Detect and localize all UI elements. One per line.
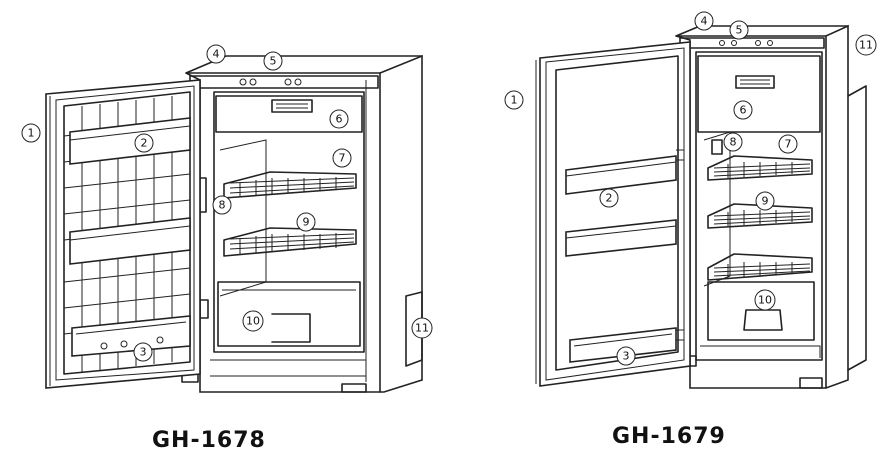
callout-b-3: 3 <box>616 346 636 366</box>
callout-a-10: 10 <box>242 310 264 332</box>
model-label-gh-1679: GH-1679 <box>612 424 726 449</box>
door-a <box>45 79 201 389</box>
svg-text:1: 1 <box>28 127 35 140</box>
callout-a-1: 1 <box>21 123 41 143</box>
freezer-compartment-a <box>215 95 363 133</box>
door-b <box>535 41 691 387</box>
svg-text:11: 11 <box>859 39 873 52</box>
callout-b-1: 1 <box>504 90 524 110</box>
wire-shelf-lower-a <box>223 227 357 257</box>
wire-shelf-lower-b <box>707 253 813 281</box>
svg-text:8: 8 <box>219 199 226 212</box>
svg-text:3: 3 <box>140 346 147 359</box>
callout-a-3: 3 <box>133 342 153 362</box>
foot-a-right <box>341 383 367 393</box>
svg-text:7: 7 <box>785 138 792 151</box>
callout-b-11: 11 <box>855 34 877 56</box>
svg-text:2: 2 <box>606 192 613 205</box>
svg-text:1: 1 <box>511 94 518 107</box>
wire-shelf-upper-a <box>223 171 357 199</box>
svg-text:7: 7 <box>339 152 346 165</box>
callout-b-6: 6 <box>733 100 753 120</box>
wire-shelf-middle-b <box>707 203 813 229</box>
callout-b-8: 8 <box>723 132 743 152</box>
svg-text:6: 6 <box>740 104 747 117</box>
crisper-drawer-b <box>707 281 815 341</box>
svg-text:6: 6 <box>336 113 343 126</box>
svg-text:10: 10 <box>246 315 260 328</box>
compressor-box-a <box>405 291 423 367</box>
svg-text:4: 4 <box>213 48 220 61</box>
side-extension-b <box>847 85 867 371</box>
svg-text:3: 3 <box>623 350 630 363</box>
callout-a-2: 2 <box>134 133 154 153</box>
callout-b-5: 5 <box>729 20 749 40</box>
callout-a-4: 4 <box>206 44 226 64</box>
callout-b-7: 7 <box>778 134 798 154</box>
svg-text:2: 2 <box>141 137 148 150</box>
model-label-gh-1678: GH-1678 <box>152 428 266 453</box>
svg-text:11: 11 <box>415 322 429 335</box>
svg-text:8: 8 <box>730 136 737 149</box>
callout-a-8: 8 <box>212 195 232 215</box>
callout-b-4: 4 <box>694 11 714 31</box>
callout-b-10: 10 <box>754 289 776 311</box>
freezer-compartment-b <box>697 55 821 133</box>
wire-shelf-upper-b <box>707 155 813 181</box>
svg-text:4: 4 <box>701 15 708 28</box>
svg-text:5: 5 <box>736 24 743 37</box>
svg-text:5: 5 <box>270 55 277 68</box>
callout-b-9: 9 <box>755 191 775 211</box>
fridge-gh-1679: 1 2 3 4 5 6 7 8 9 10 11 <box>504 11 877 389</box>
svg-text:10: 10 <box>758 294 772 307</box>
callout-a-5: 5 <box>263 51 283 71</box>
callout-a-9: 9 <box>296 212 316 232</box>
callout-b-2: 2 <box>599 188 619 208</box>
svg-text:9: 9 <box>762 195 769 208</box>
foot-b-right <box>799 377 823 389</box>
callout-a-11: 11 <box>411 317 433 339</box>
svg-text:9: 9 <box>303 216 310 229</box>
fridge-gh-1678: 1 2 3 4 5 6 7 8 9 10 11 <box>21 44 433 393</box>
crisper-drawer-a <box>217 281 361 347</box>
callout-a-7: 7 <box>332 148 352 168</box>
callout-a-6: 6 <box>329 109 349 129</box>
